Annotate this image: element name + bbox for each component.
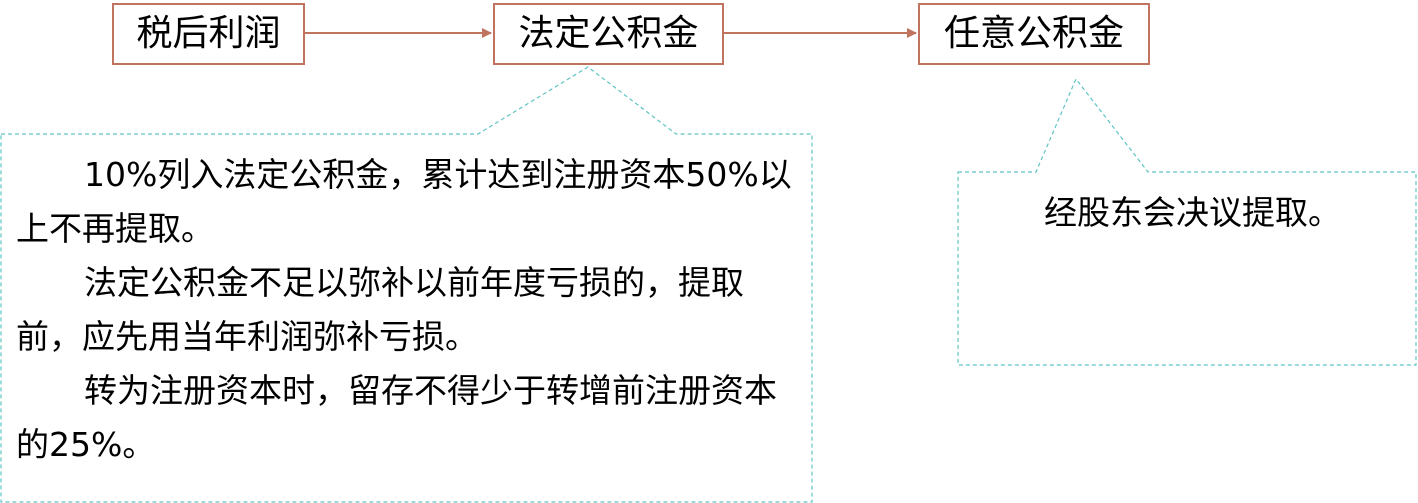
callout-paragraph: 转为注册资本时，留存不得少于转增前注册资本的25%。 bbox=[16, 371, 777, 464]
callout-paragraph: 法定公积金不足以弥补以前年度亏损的，提取前，应先用当年利润弥补亏损。 bbox=[16, 263, 744, 356]
flow-box-statutory-reserve: 法定公积金 bbox=[493, 3, 724, 65]
callout-right-border bbox=[957, 77, 1417, 366]
callout-paragraph: 经股东会决议提取。 bbox=[1044, 193, 1341, 232]
callout-discretionary-reserve-text: 经股东会决议提取。 bbox=[1044, 186, 1341, 240]
flow-box-label: 任意公积金 bbox=[943, 13, 1124, 54]
flow-box-after-tax-profit: 税后利润 bbox=[112, 3, 305, 65]
flow-box-discretionary-reserve: 任意公积金 bbox=[918, 3, 1150, 65]
flow-box-label: 税后利润 bbox=[136, 13, 281, 54]
callout-paragraph: 10%列入法定公积金，累计达到注册资本50%以上不再提取。 bbox=[16, 155, 792, 248]
callout-left-border bbox=[0, 66, 813, 503]
flow-box-label: 法定公积金 bbox=[518, 13, 699, 54]
callout-statutory-reserve-text: 10%列入法定公积金，累计达到注册资本50%以上不再提取。 法定公积金不足以弥补… bbox=[16, 148, 806, 472]
